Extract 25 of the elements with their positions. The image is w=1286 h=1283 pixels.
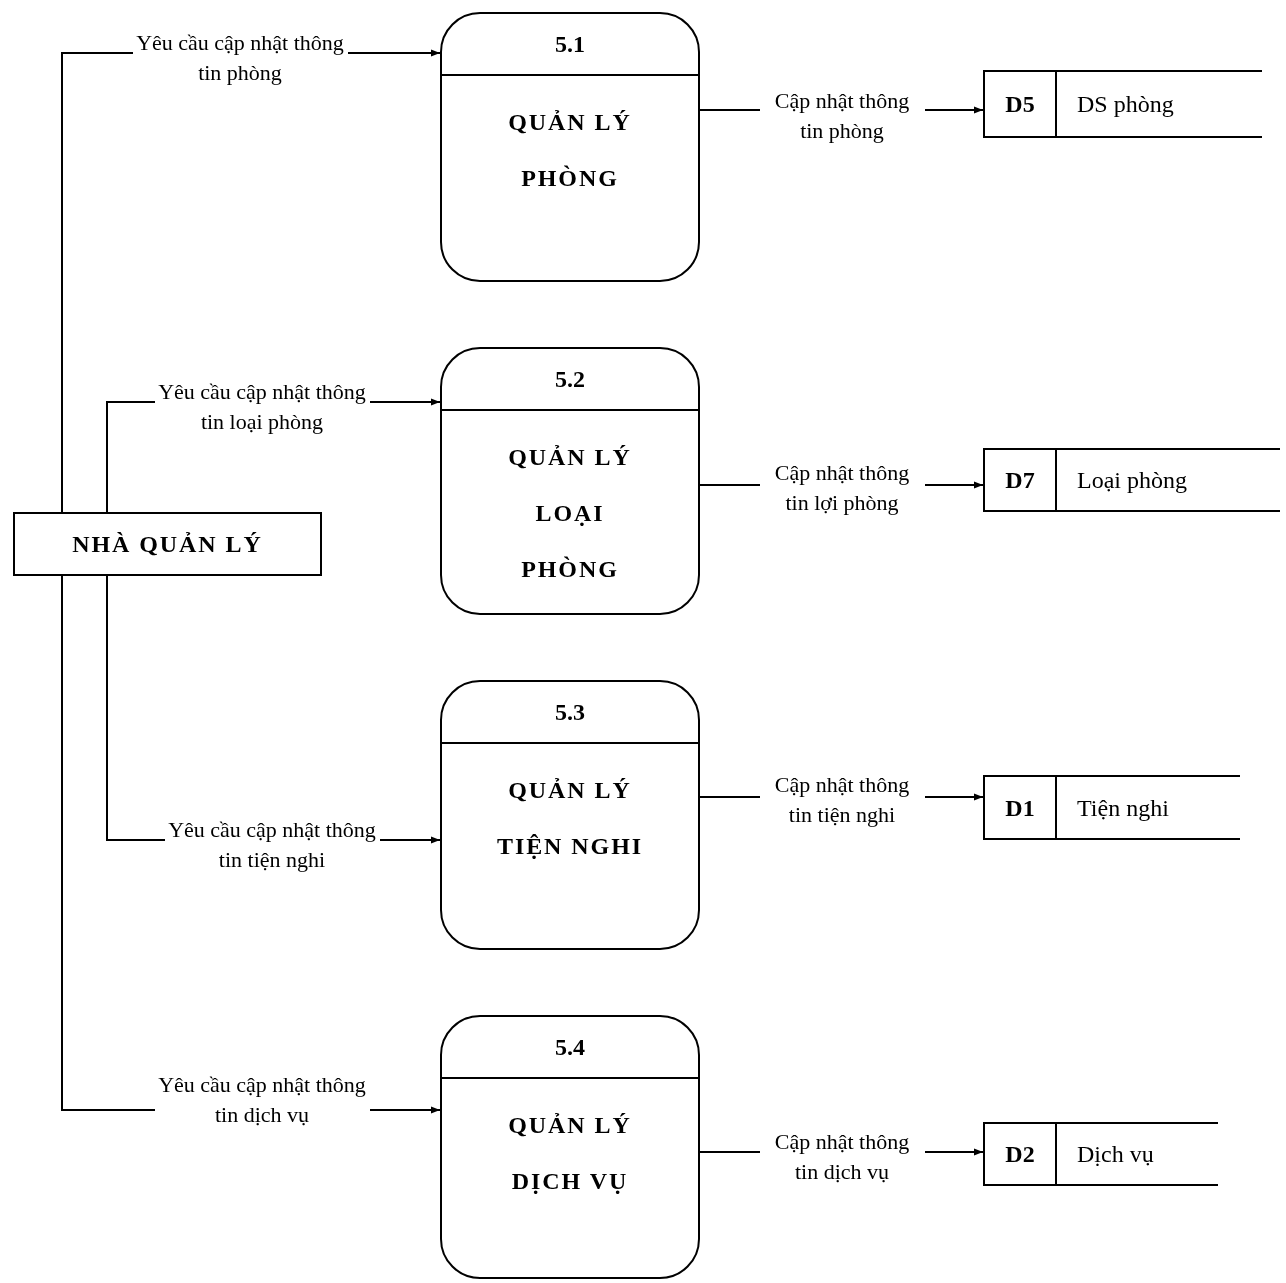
store-id: D7 — [985, 450, 1057, 510]
process-box — [440, 1015, 700, 1279]
process-name: QUẢN LÝ LOẠI PHÒNG — [507, 443, 633, 584]
process-name: QUẢN LÝ PHÒNG — [507, 108, 633, 193]
process-name: QUẢN LÝ TIỆN NGHI — [496, 776, 644, 861]
store-name: Loại phòng — [1076, 466, 1187, 495]
data-store — [983, 1122, 1218, 1186]
process-id: 5.1 — [442, 14, 698, 76]
store-id: D2 — [985, 1124, 1057, 1184]
process-name: QUẢN LÝ DỊCH VỤ — [507, 1111, 633, 1196]
data-store — [983, 775, 1240, 840]
store-id: D5 — [985, 72, 1057, 136]
process-box — [440, 12, 700, 282]
process-box — [440, 680, 700, 950]
store-id: D1 — [985, 777, 1057, 838]
process-id: 5.3 — [442, 682, 698, 744]
store-name: DS phòng — [1076, 90, 1174, 119]
data-store — [983, 70, 1262, 138]
store-name: Tiện nghi — [1076, 793, 1169, 823]
process-box — [440, 347, 700, 615]
data-store — [983, 448, 1280, 512]
process-id: 5.2 — [442, 349, 698, 411]
entity-box: NHÀ QUẢN LÝ — [13, 512, 322, 576]
store-name: Dịch vụ — [1076, 1140, 1154, 1169]
process-id: 5.4 — [442, 1017, 698, 1079]
